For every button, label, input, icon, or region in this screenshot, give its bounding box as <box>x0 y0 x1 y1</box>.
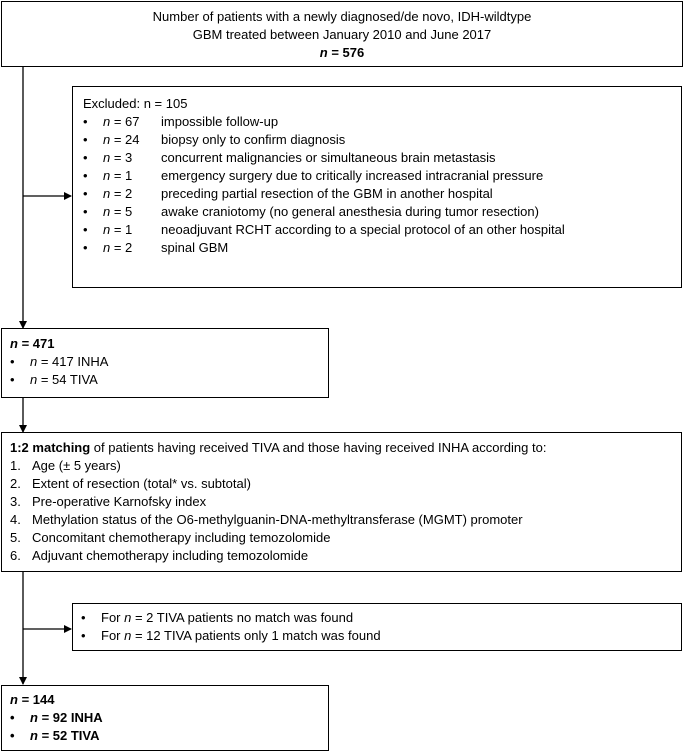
list-item: 1.Age (± 5 years) <box>10 458 121 473</box>
list-item: 5.Concomitant chemotherapy including tem… <box>10 530 331 545</box>
unmatched-box: •For n = 2 TIVA patients no match was fo… <box>72 603 682 651</box>
final-144-count: n = 144 <box>10 692 55 707</box>
total-line2: GBM treated between January 2010 and Jun… <box>192 27 492 42</box>
included-471-box: n = 471 •n = 417 INHA •n = 54 TIVA <box>1 328 329 398</box>
list-item: •n = 92 INHA <box>10 710 103 725</box>
list-item: •For n = 2 TIVA patients no match was fo… <box>81 610 354 625</box>
total-patients-box: Number of patients with a newly diagnose… <box>1 1 683 67</box>
excluded-title: Excluded: n = 105 <box>83 96 188 111</box>
list-item: 6.Adjuvant chemotherapy including temozo… <box>10 548 309 563</box>
final-144-box: n = 144 •n = 92 INHA •n = 52 TIVA <box>1 685 329 751</box>
total-line1: Number of patients with a newly diagnose… <box>152 9 532 24</box>
list-item: •n = 54 TIVA <box>10 372 98 387</box>
list-item: •For n = 12 TIVA patients only 1 match w… <box>81 628 381 643</box>
list-item: •n = 417 INHA <box>10 354 109 369</box>
total-count: n = 576 <box>319 45 365 60</box>
list-item: 3.Pre-operative Karnofsky index <box>10 494 207 509</box>
included-471-count: n = 471 <box>10 336 55 351</box>
list-item: •n = 52 TIVA <box>10 728 100 743</box>
matching-title: 1:2 matching of patients having received… <box>10 440 547 455</box>
matching-criteria-box: 1:2 matching of patients having received… <box>1 432 682 572</box>
list-item: 4.Methylation status of the O6-methylgua… <box>10 512 523 527</box>
list-item: 2.Extent of resection (total* vs. subtot… <box>10 476 251 491</box>
